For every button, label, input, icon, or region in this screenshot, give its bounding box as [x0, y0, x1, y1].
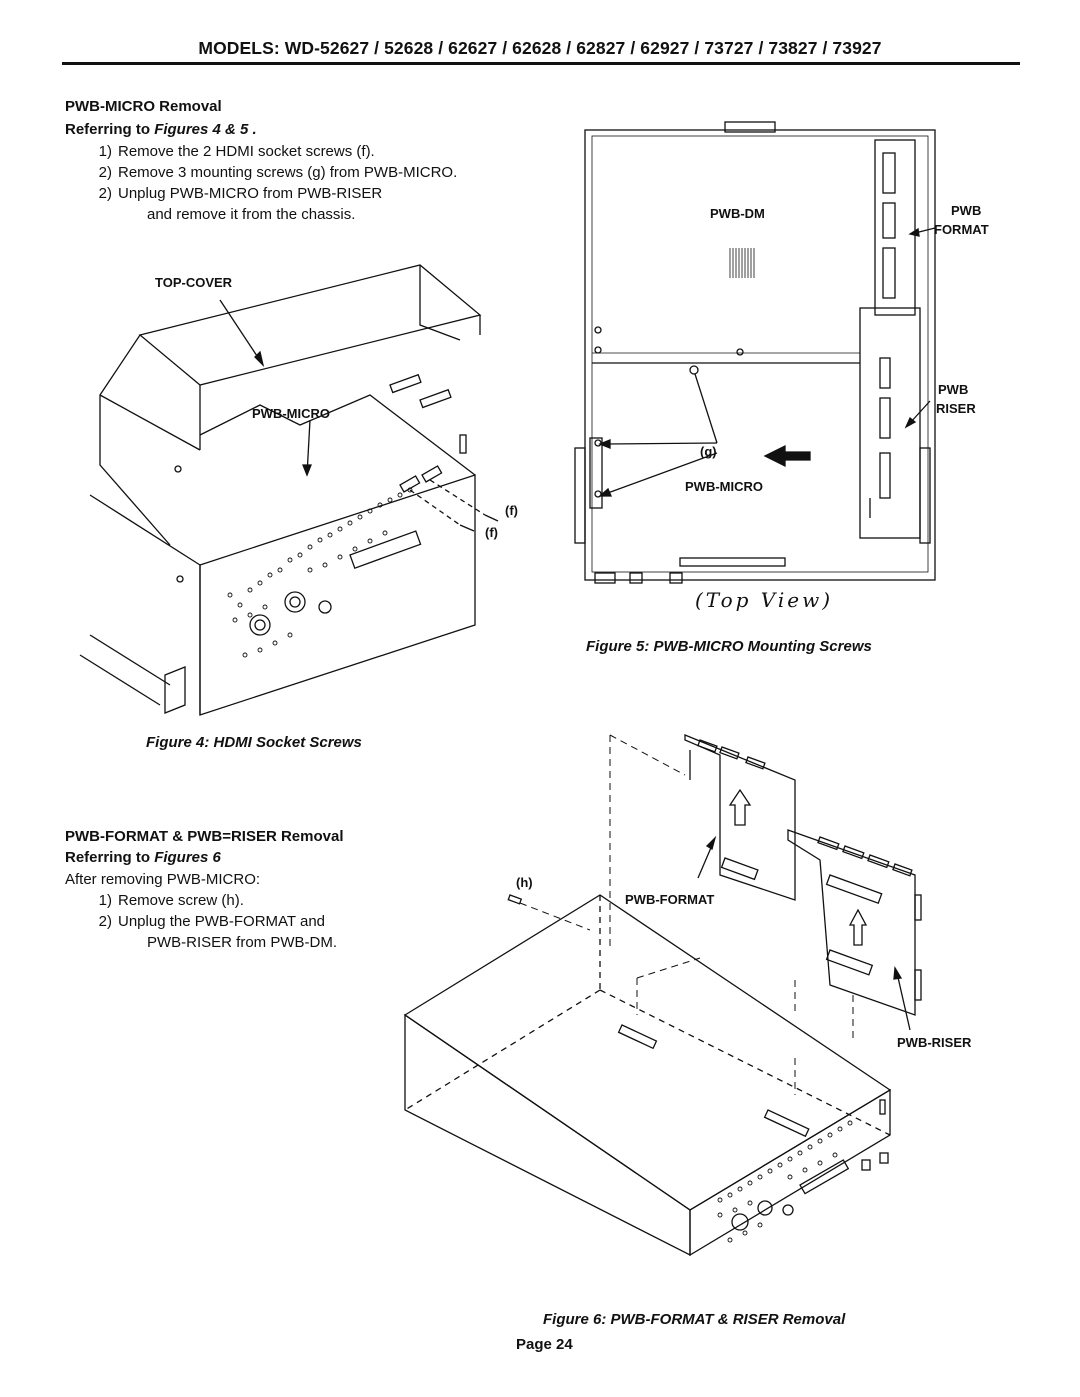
ref-prefix: Referring to [65, 849, 155, 866]
step-continuation: PWB-RISER from PWB-DM. [147, 934, 337, 951]
label-pwb-riser-line2: RISER [936, 401, 976, 416]
figure5-caption: Figure 5: PWB-MICRO Mounting Screws [586, 638, 872, 655]
label-screw-f-2: (f) [485, 525, 498, 540]
ref-figures: Figures 4 & 5 . [154, 121, 257, 138]
section2-reference: Referring to Figures 6 [65, 849, 221, 866]
section2-steps: 1)Remove screw (h). 2)Unplug the PWB-FOR… [82, 890, 325, 932]
section-title-pwb-micro: PWB-MICRO Removal [65, 98, 222, 115]
label-pwb-riser-line1: PWB [938, 382, 968, 397]
label-pwb-format-line1: PWB [951, 203, 981, 218]
section1-steps: 1)Remove the 2 HDMI socket screws (f). 2… [82, 141, 458, 204]
section2-intro: After removing PWB-MICRO: [65, 871, 261, 888]
step-item: 2)Unplug PWB-MICRO from PWB-RISER [98, 185, 383, 202]
header-rule [62, 62, 1020, 65]
label-pwb-format: PWB-FORMAT [625, 892, 714, 907]
label-top-view: (Top View) [695, 588, 833, 612]
figure4-caption: Figure 4: HDMI Socket Screws [146, 734, 362, 751]
step-continuation: and remove it from the chassis. [147, 206, 356, 223]
label-screw-f-1: (f) [505, 503, 518, 518]
label-pwb-format-line2: FORMAT [934, 222, 989, 237]
step-item: 2)Remove 3 mounting screws (g) from PWB-… [98, 164, 458, 181]
label-pwb-riser: PWB-RISER [897, 1035, 972, 1050]
step-item: 2)Unplug the PWB-FORMAT and [98, 913, 326, 930]
page-header: MODELS: WD-52627 / 52628 / 62627 / 62628… [198, 38, 882, 58]
label-screw-h: (h) [516, 875, 533, 890]
label-screw-g: (g) [700, 444, 717, 459]
section1-reference: Referring to Figures 4 & 5 . [65, 121, 257, 138]
figure6-caption: Figure 6: PWB-FORMAT & RISER Removal [543, 1311, 846, 1328]
step-item: 1)Remove screw (h). [98, 892, 244, 909]
label-top-cover: TOP-COVER [155, 275, 233, 290]
section-title-pwb-format-riser: PWB-FORMAT & PWB=RISER Removal [65, 828, 344, 845]
figure4-diagram: TOP-COVER PWB-MICRO (f) (f) [79, 264, 518, 716]
figure6-diagram: (h) PWB-FORMAT PWB-RISER [403, 734, 972, 1257]
ref-figures: Figures 6 [154, 849, 221, 866]
label-pwb-micro: PWB-MICRO [252, 406, 330, 421]
page-number: Page 24 [516, 1336, 573, 1353]
ref-prefix: Referring to [65, 121, 155, 138]
label-pwb-dm: PWB-DM [710, 206, 765, 221]
figure5-diagram: PWB-DM PWB FORMAT PWB RISER (g) PWB-MICR… [574, 121, 989, 612]
step-item: 1)Remove the 2 HDMI socket screws (f). [98, 143, 375, 160]
label-pwb-micro: PWB-MICRO [685, 479, 763, 494]
